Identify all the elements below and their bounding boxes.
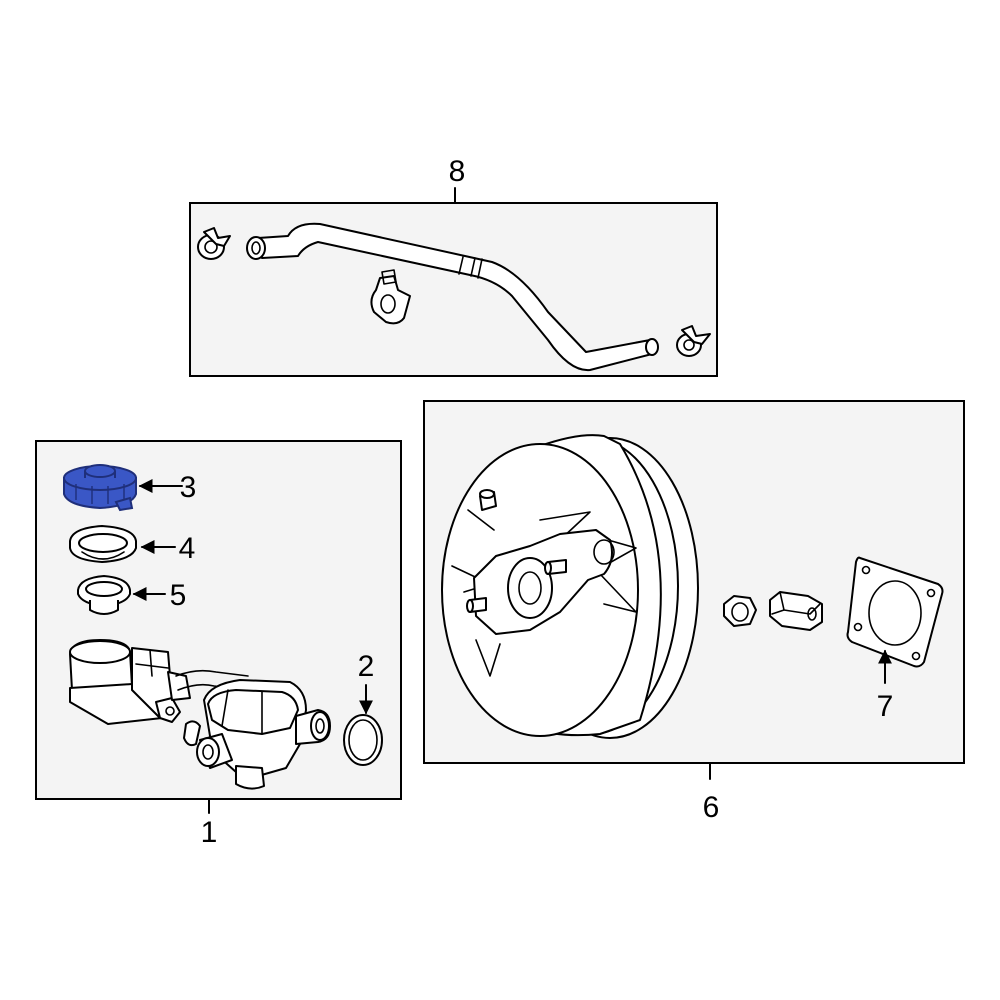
callout-6: 6 xyxy=(703,791,720,824)
reservoir-strainer[interactable] xyxy=(69,525,137,563)
group-6-brake-booster xyxy=(423,400,965,780)
callout-5: 5 xyxy=(170,579,187,612)
hose-bracket[interactable] xyxy=(370,269,411,325)
callout-7: 7 xyxy=(877,690,894,723)
master-cylinder-assembly[interactable] xyxy=(69,639,331,790)
hose-clamp-left[interactable] xyxy=(197,227,231,260)
push-rod-clevis[interactable] xyxy=(769,591,823,631)
o-ring[interactable] xyxy=(343,714,383,766)
group-1-master-cylinder xyxy=(35,440,402,814)
group-8-vacuum-hose xyxy=(189,187,718,377)
hose-clamp-right[interactable] xyxy=(676,325,711,357)
reservoir-grommet[interactable] xyxy=(77,575,131,615)
brake-booster[interactable] xyxy=(441,434,699,739)
booster-gasket[interactable] xyxy=(846,556,944,668)
reservoir-cap-highlighted[interactable] xyxy=(63,464,137,512)
callout-2: 2 xyxy=(358,650,375,683)
callout-3: 3 xyxy=(180,471,197,504)
callout-4: 4 xyxy=(179,532,196,565)
callout-8: 8 xyxy=(449,155,466,188)
vacuum-hose[interactable] xyxy=(246,222,659,372)
callout-1: 1 xyxy=(201,816,218,849)
booster-nut[interactable] xyxy=(723,595,757,627)
